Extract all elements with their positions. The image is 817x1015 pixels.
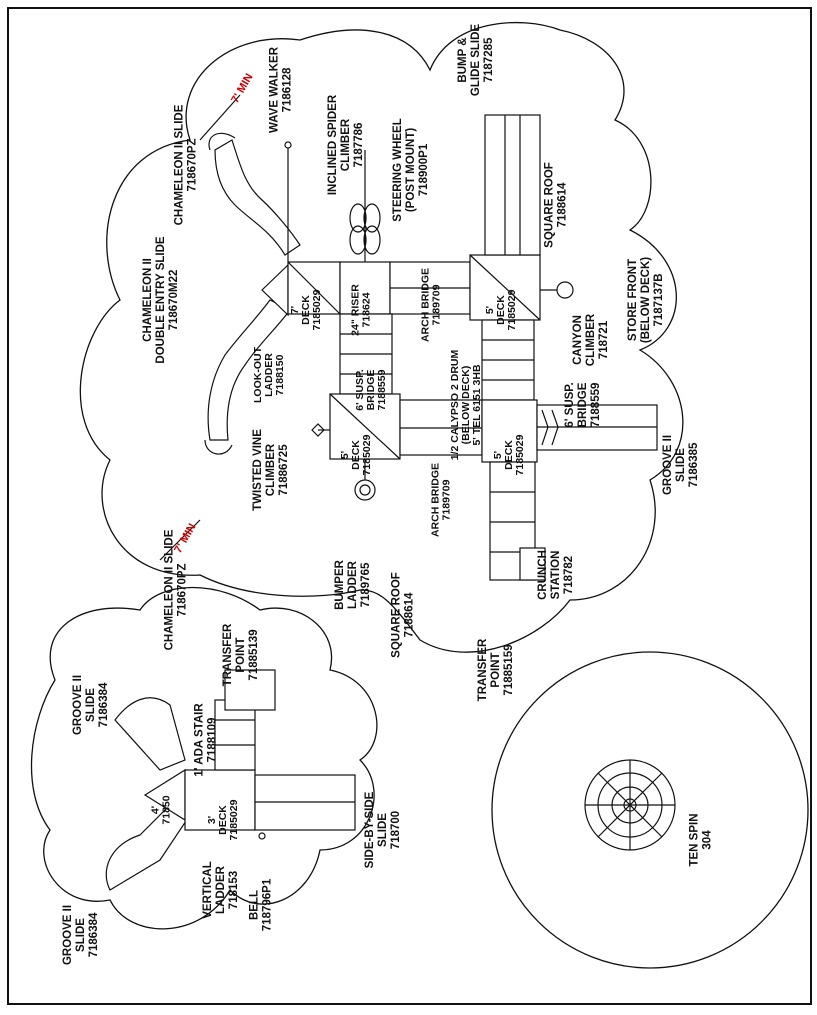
deck7-label: 7'DECK7185029 xyxy=(289,289,323,330)
min-top-label: 7' MIN xyxy=(229,72,255,106)
chameleon-slide-top-label: CHAMELEON II SLIDE718670PZ xyxy=(174,104,199,225)
riser-label: 24" RISER718624 xyxy=(350,284,373,336)
lookout-ladder-label: LOOK-OUTLADDER7188150 xyxy=(252,346,286,403)
chameleon-slide-upper xyxy=(214,139,301,256)
groove-bottom-label: GROOVE IISLIDE7186384 xyxy=(62,905,100,965)
small-structure-zone xyxy=(30,586,378,930)
transfer-point-small-label: TRANSFERPOINT71885139 xyxy=(222,623,260,686)
deck5-right-label: 5'DECK7185029 xyxy=(484,289,518,330)
canyon-climber xyxy=(556,281,574,299)
deck4-label: 4'71850 xyxy=(150,795,173,824)
ten-spin-label: TEN SPIN304 xyxy=(689,813,714,866)
vertical-ladder-label: VERTICALLADDER718153 xyxy=(202,861,240,919)
chameleon-top-min-line xyxy=(199,94,241,141)
groove-slide-small-top xyxy=(114,697,186,771)
ada-stair-label: 1' ADA STAIR7188109 xyxy=(194,703,219,777)
square-roof-right-label: SQUARE ROOF7188614 xyxy=(544,162,569,248)
bell-label: BELL718796P1 xyxy=(249,878,274,931)
groove-top-label: GROOVE IISLIDE7186384 xyxy=(72,675,110,735)
twisted-vine-label: TWISTED VINECLIMBER71886725 xyxy=(252,429,290,511)
wave-walker-end xyxy=(284,141,292,149)
bumper-ladder-inner xyxy=(359,484,371,496)
ada-stair xyxy=(214,699,256,771)
groove-slide-right-label: GROOVE IISLIDE7186385 xyxy=(662,435,700,495)
riser-24in xyxy=(339,261,391,315)
deck-7ft-diag xyxy=(287,261,341,315)
ten-spin-equipment xyxy=(584,759,676,851)
groove-slide-right-grip xyxy=(541,409,559,446)
inclined-spider-label: INCLINED SPIDERCLIMBER7187786 xyxy=(327,94,365,195)
deck-5ft-right-diag xyxy=(469,254,541,321)
chameleon-slide-bottom-label: CHAMELEON II SLIDE718670PZ xyxy=(164,529,189,650)
bumper-ladder-label: BUMPERLADDER7189765 xyxy=(334,559,372,610)
equipment-labels: CHAMELEON II SLIDE718670PZ WAVE WALKER718… xyxy=(62,24,714,965)
chameleon-double-label: CHAMELEON IIDOUBLE ENTRY SLIDE718670M22 xyxy=(142,236,180,363)
min-bottom-label: 7' MIN xyxy=(172,522,198,556)
crunch-station xyxy=(519,547,546,581)
side-by-side-label: SIDE-BY-SIDESLIDE718700 xyxy=(364,791,402,868)
bumper-ladder xyxy=(354,479,376,501)
wave-walker-label: WAVE WALKER7186128 xyxy=(269,46,294,133)
deck3-label: 3'DECK7185029 xyxy=(206,799,240,840)
square-roof-left-label: SQUARE ROOF7188614 xyxy=(391,572,416,658)
slide-exit-lower xyxy=(204,439,233,455)
calypso-label: 1/2 CALYPSO 2 DRUM(BELOW DECK)5' TEL 615… xyxy=(449,350,483,461)
arch-bridge-bottom-label: ARCH BRIDGE7189709 xyxy=(430,463,453,537)
main-structure-zone xyxy=(79,21,684,653)
crunch-station-label: CRUNCHSTATION718782 xyxy=(537,550,575,600)
inclined-spider-climber xyxy=(349,150,381,262)
deck5-lower-label: 5'DECK7185029 xyxy=(492,434,526,475)
bump-glide-slide xyxy=(484,114,541,256)
deck-5ft-left-diag xyxy=(329,393,401,460)
transfer-point-small xyxy=(224,669,276,711)
slide-exit-upper xyxy=(208,132,236,151)
canyon-climber-label: CANYONCLIMBER718721 xyxy=(572,313,610,366)
bell xyxy=(258,832,266,840)
transfer-point-main-label: TRANSFERPOINT71885159 xyxy=(477,638,515,701)
ten-spin-zone xyxy=(491,651,809,969)
susp-bridge-right-label: 6' SUSP.BRIDGE7188559 xyxy=(564,382,602,427)
sheet-border xyxy=(7,7,812,1005)
chameleon-slide-lower xyxy=(207,299,291,441)
arch-bridge-top-label: ARCH BRIDGE7189709 xyxy=(420,268,443,342)
deck5-left-label: 5'DECK7185029 xyxy=(339,434,373,475)
steering-wheel-label: STEERING WHEEL(POST MOUNT)718900P1 xyxy=(392,118,430,222)
bump-glide-label: BUMP &GLIDE SLIDE7187285 xyxy=(457,24,495,97)
chameleon-bottom-min-line xyxy=(159,519,201,561)
susp-bridge-left-label: 6' SUSP.BRIDGE7188559 xyxy=(354,369,388,410)
store-front-label: STORE FRONT(BELOW DECK)7187137B xyxy=(627,257,665,343)
